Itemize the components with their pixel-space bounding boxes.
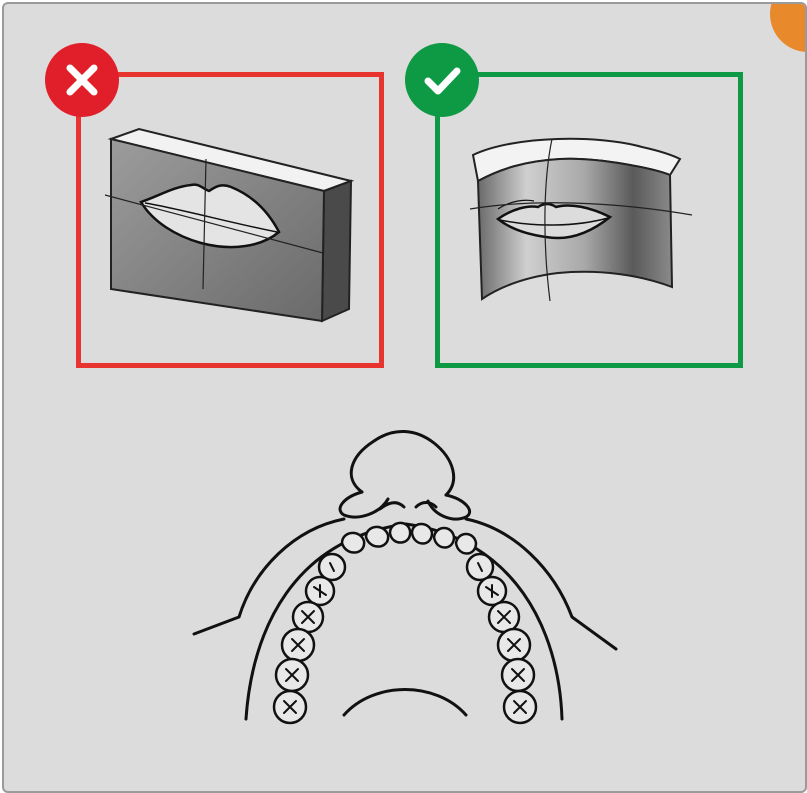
flat-block-lips — [81, 77, 379, 363]
curved-block-lips — [440, 77, 738, 363]
cross-mark-icon — [45, 43, 119, 117]
dental-arch — [184, 419, 624, 739]
badge-icon — [770, 2, 807, 52]
check-mark-icon — [405, 43, 479, 117]
correct-example-panel — [435, 72, 743, 368]
incorrect-example-panel — [76, 72, 384, 368]
